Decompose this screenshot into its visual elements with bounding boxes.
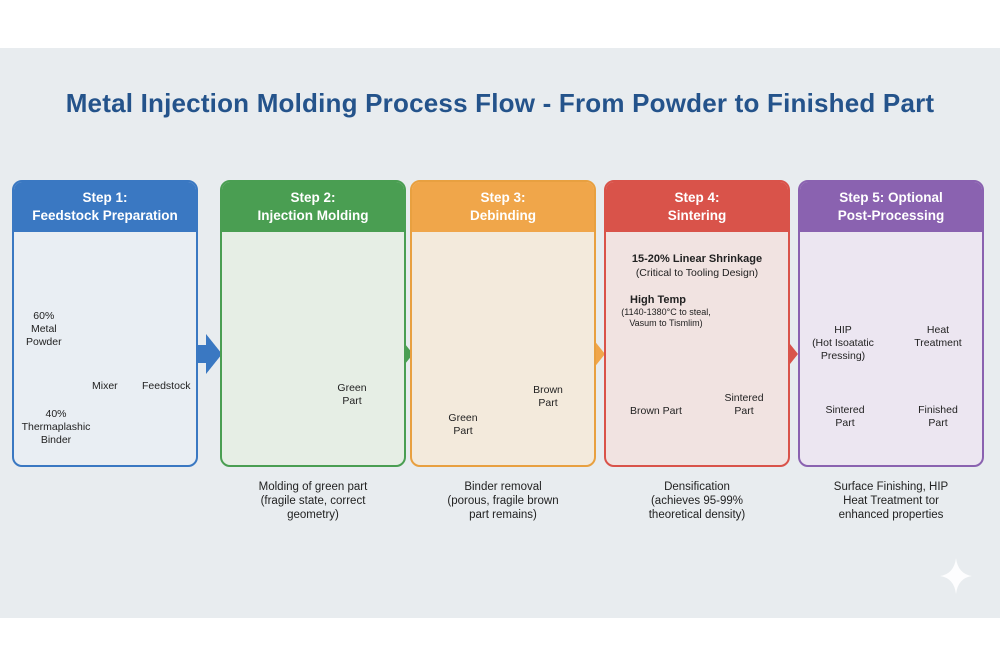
feedstock-label: Feedstock bbox=[142, 380, 191, 392]
step-3-header: Step 3: Debinding bbox=[412, 182, 594, 232]
step-2-name: Injection Molding bbox=[257, 208, 369, 223]
step-1-name: Feedstock Preparation bbox=[32, 208, 178, 223]
step-5-header: Step 5: Optional Post-Processing bbox=[800, 182, 982, 232]
green-part-label: Green Part bbox=[448, 412, 478, 437]
green-part-label: Green Part bbox=[337, 382, 367, 407]
brown-part-label: Brown Part bbox=[533, 384, 563, 409]
metal-powder-label: 60% Metal Powder bbox=[26, 310, 62, 348]
temp-note: (1140-1380°C to steal, Vasum to Tismlim) bbox=[621, 307, 711, 328]
step-2-header: Step 2: Injection Molding bbox=[222, 182, 404, 232]
step-3-number: Step 3: bbox=[480, 190, 526, 205]
page-title: Metal Injection Molding Process Flow - F… bbox=[65, 88, 935, 118]
finished-part-label: Finished Part bbox=[918, 404, 958, 429]
sparkle-icon bbox=[940, 558, 972, 594]
sintered-part-label: Sintered Part bbox=[724, 392, 764, 417]
step-5-name: Post-Processing bbox=[837, 208, 945, 223]
step-2-caption: Molding of green part (fragile state, co… bbox=[258, 481, 368, 521]
step-4-name: Sintering bbox=[667, 208, 727, 223]
flow-arrow-1-2 bbox=[194, 334, 222, 374]
heat-treatment-label: Heat Treatment bbox=[914, 324, 962, 349]
step-5-number: Step 5: Optional bbox=[839, 190, 943, 205]
diagram-canvas: Metal Injection Molding Process Flow - F… bbox=[0, 48, 1000, 618]
step-1-header: Step 1: Feedstock Preparation bbox=[14, 182, 196, 232]
step-3-caption: Binder removal (porous, fragile brown pa… bbox=[447, 481, 559, 521]
step-1-number: Step 1: bbox=[82, 190, 128, 205]
high-temp-label: High Temp bbox=[630, 294, 687, 306]
shrinkage-label: 15-20% Linear Shrinkage bbox=[631, 253, 763, 265]
step-2-number: Step 2: bbox=[290, 190, 336, 205]
step-4-header: Step 4: Sintering bbox=[606, 182, 788, 232]
mixer-label: Mixer bbox=[92, 380, 118, 392]
hip-label: HIP (Hot Isoatatic Pressing) bbox=[812, 324, 874, 362]
step-4-caption: Densification (achieves 95-99% theoretic… bbox=[648, 481, 746, 521]
step-4-number: Step 4: bbox=[674, 190, 720, 205]
sintered-part-label: Sintered Part bbox=[825, 404, 865, 429]
binder-label: 40% Thermaplashic Binder bbox=[21, 408, 91, 446]
step-5-panel: Step 5: Optional Post-Processing bbox=[798, 180, 984, 467]
brown-part-label: Brown Part bbox=[630, 405, 682, 417]
step-1-panel: Step 1: Feedstock Preparation bbox=[12, 180, 198, 467]
shrinkage-note: (Critical to Tooling Design) bbox=[635, 267, 759, 279]
step-3-name: Debinding bbox=[470, 208, 536, 223]
step-5-caption: Surface Finishing, HIP Heat Treatment to… bbox=[833, 481, 949, 521]
step-4-panel: Step 4: Sintering bbox=[604, 180, 790, 467]
step-2-panel: Step 2: Injection Molding bbox=[220, 180, 406, 467]
step-3-panel: Step 3: Debinding bbox=[410, 180, 596, 467]
